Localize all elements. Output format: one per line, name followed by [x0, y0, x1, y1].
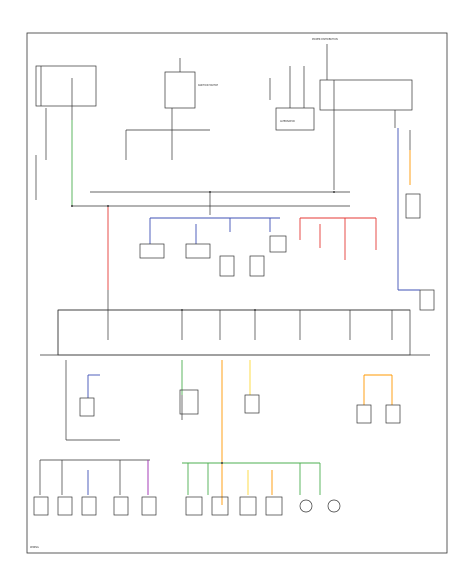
- component-right-2: [419, 289, 435, 311]
- power-source-label: POWER DISTRIBUTION: [312, 38, 338, 41]
- ignition-switch: [164, 71, 196, 109]
- component-lower-5: [385, 404, 401, 424]
- alternator: [275, 107, 315, 131]
- component-bottom-1: [185, 496, 203, 516]
- component-middle-3: [219, 255, 235, 277]
- component-bottom-4: [265, 496, 283, 516]
- component-middle-1: [139, 243, 165, 259]
- component-right-1: [405, 193, 421, 219]
- component-bl-1: [33, 496, 49, 516]
- under-dash-fuse-box: [57, 309, 411, 356]
- component-bl-5: [141, 496, 157, 516]
- component-bl-2: [57, 496, 73, 516]
- diagram-frame: [26, 32, 448, 554]
- component-bottom-5: [299, 499, 313, 513]
- component-bl-4: [113, 496, 129, 516]
- component-bottom-3: [239, 496, 257, 516]
- component-lower-4: [356, 404, 372, 424]
- footer-label: WIRING: [30, 546, 39, 549]
- component-lower-3: [244, 394, 260, 414]
- ignition-switch-label: IGNITION SWITCH: [198, 84, 218, 87]
- component-lower-1: [79, 397, 95, 417]
- component-bl-3: [81, 496, 97, 516]
- underhood-fuse-box: [319, 79, 413, 111]
- alternator-label: ALTERNATOR: [280, 120, 295, 123]
- component-lower-2: [179, 389, 199, 415]
- component-middle-4: [269, 235, 287, 253]
- component-middle-2: [185, 243, 211, 259]
- component-middle-5: [249, 255, 265, 277]
- component-bottom-6: [327, 499, 341, 513]
- component-bottom-2: [211, 496, 229, 516]
- relay-box-top-left: [35, 65, 97, 107]
